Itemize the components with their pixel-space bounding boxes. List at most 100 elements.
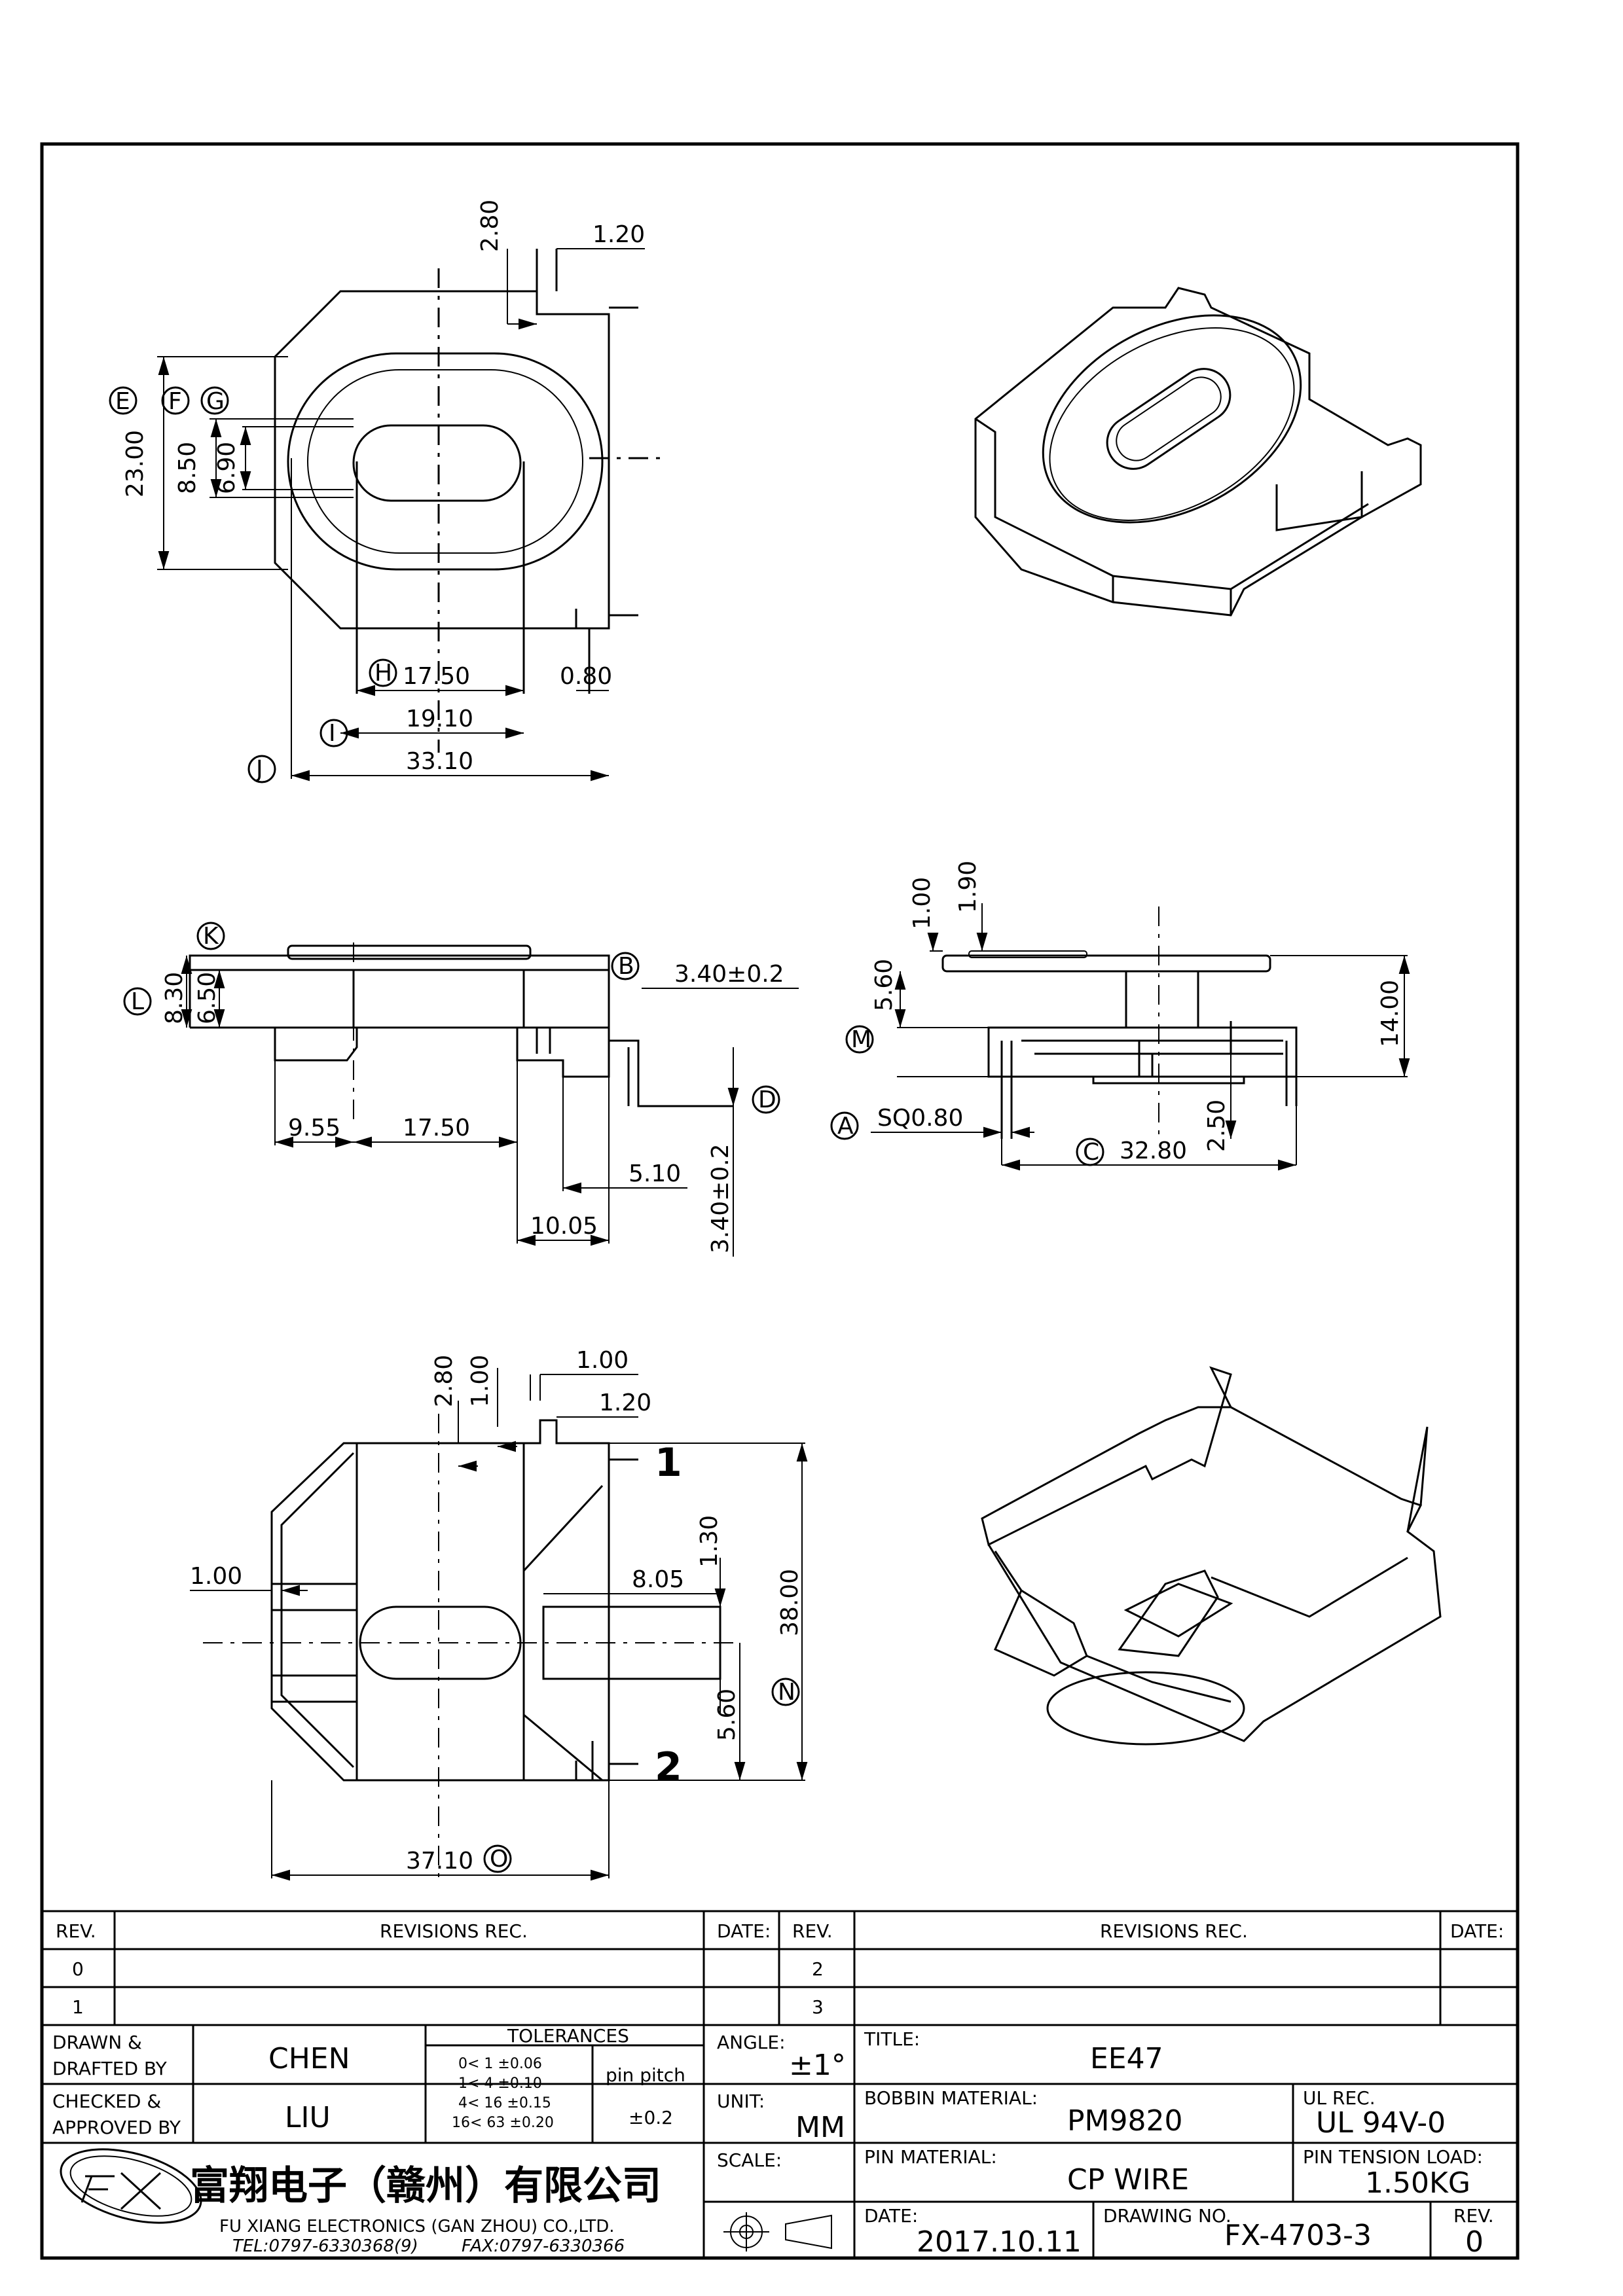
drawn-label-line2: DRAFTED BY <box>52 2058 168 2079</box>
top-dim-17-50: 17.50 <box>403 663 470 690</box>
callouts-side <box>123 922 780 1114</box>
pin-1-label: 1 <box>655 1440 682 1486</box>
callout-n: N <box>778 1679 795 1706</box>
top-dim-23-00: 23.00 <box>122 430 149 497</box>
callouts-top <box>109 386 397 783</box>
checked-by-value: LIU <box>285 2101 331 2134</box>
pin-material-label: PIN MATERIAL: <box>864 2146 997 2168</box>
front-dim-sq0-80: SQ0.80 <box>877 1105 963 1132</box>
checked-label-line1: CHECKED & <box>52 2090 161 2112</box>
side-dim-5-10: 5.10 <box>629 1160 681 1187</box>
side-dim-6-50: 6.50 <box>194 972 221 1024</box>
title-value: EE47 <box>1090 2042 1163 2075</box>
rev-row-3: 3 <box>812 1996 824 2018</box>
side-dim-10-05: 10.05 <box>530 1213 598 1240</box>
pin-tension-label: PIN TENSION LOAD: <box>1303 2146 1483 2168</box>
callout-l: L <box>131 988 144 1015</box>
front-dim-5-60: 5.60 <box>871 959 898 1011</box>
isometric-bottom <box>981 1366 1442 1746</box>
top-view <box>157 249 668 779</box>
drawn-by-value: CHEN <box>268 2042 350 2075</box>
callouts-front <box>830 1025 1104 1166</box>
title-label: TITLE: <box>864 2028 920 2050</box>
angle-label: ANGLE: <box>717 2032 786 2053</box>
date-value: 2017.10.11 <box>917 2225 1082 2259</box>
bobbin-material-value: PM9820 <box>1067 2104 1182 2138</box>
rev-row-2: 2 <box>812 1958 824 1980</box>
drawing-frame <box>40 142 1520 2260</box>
tolerances-label: TOLERANCES <box>507 2025 629 2047</box>
top-dim-19-10: 19.10 <box>406 706 473 732</box>
callout-b: B <box>618 953 634 980</box>
pin-pitch-label: pin pitch <box>606 2064 685 2086</box>
bottom-view <box>203 1414 805 1878</box>
unit-value: MM <box>795 2111 845 2144</box>
bobbin-material-label: BOBBIN MATERIAL: <box>864 2087 1038 2109</box>
front-dim-14-00: 14.00 <box>1377 980 1404 1047</box>
bottom-dim-2-80: 2.80 <box>431 1355 458 1407</box>
pin-tension-value: 1.50KG <box>1365 2166 1470 2200</box>
callout-g: G <box>206 388 225 415</box>
tolerance-line-3: 4< 16 ±0.15 <box>458 2095 551 2111</box>
top-dim-8-50: 8.50 <box>174 442 201 494</box>
rev-row-0: 0 <box>72 1958 84 1980</box>
top-dim-6-90: 6.90 <box>213 442 240 494</box>
rev-label: REV. <box>1453 2205 1494 2227</box>
side-dim-17-50: 17.50 <box>403 1115 470 1141</box>
company-tel: TEL:0797-6330368(9) <box>232 2236 418 2256</box>
company-logo-icon <box>60 2148 202 2224</box>
bottom-dim-37-10: 37.10 <box>406 1848 473 1874</box>
checked-label-line2: APPROVED BY <box>52 2117 181 2138</box>
ul-rec-value: UL 94V-0 <box>1316 2106 1446 2140</box>
callout-k: K <box>203 923 219 950</box>
tolerance-line-1: 0< 1 ±0.06 <box>458 2056 542 2072</box>
company-fax: FAX:0797-6330366 <box>462 2236 625 2256</box>
company-name-cn: 富翔电子（赣州）有限公司 <box>190 2163 661 2209</box>
revisions-rec2-header: REVISIONS REC. <box>1100 1920 1248 1942</box>
front-view-dimensions <box>871 903 1410 1171</box>
drawing-no-label: DRAWING NO. <box>1103 2205 1231 2227</box>
callout-i: I <box>329 720 336 747</box>
drawing-no-value: FX-4703-3 <box>1224 2219 1372 2252</box>
callout-o: O <box>490 1846 508 1873</box>
callout-a: A <box>837 1113 854 1139</box>
front-dim-32-80: 32.80 <box>1120 1138 1187 1164</box>
title-block-grid <box>42 1910 1518 2258</box>
callout-j: J <box>255 756 263 783</box>
side-dim-3-40-top: 3.40±0.2 <box>674 961 784 988</box>
bottom-view-dimensions <box>190 1368 808 1881</box>
top-dim-0-80: 0.80 <box>560 663 612 690</box>
callout-c: C <box>1083 1139 1099 1166</box>
drawn-label-line1: DRAWN & <box>52 2032 142 2053</box>
date-header: DATE: <box>717 1920 771 1942</box>
ul-rec-label: UL REC. <box>1303 2087 1376 2109</box>
callout-h: H <box>374 660 392 687</box>
front-dim-1-00: 1.00 <box>909 877 936 929</box>
top-dim-2-80: 2.80 <box>477 200 503 252</box>
bottom-dim-8-05: 8.05 <box>632 1566 684 1593</box>
side-dim-8-30: 8.30 <box>161 972 188 1024</box>
scale-label: SCALE: <box>717 2149 782 2171</box>
tolerance-line-4: 16< 63 ±0.20 <box>452 2115 554 2131</box>
tolerance-line-2: 1< 4 ±0.10 <box>458 2075 542 2092</box>
bottom-dim-1-00-c: 1.00 <box>190 1563 242 1590</box>
bottom-dim-1-00-b: 1.00 <box>576 1347 629 1374</box>
front-dim-1-90: 1.90 <box>955 861 981 913</box>
projection-symbol-icon <box>723 2212 832 2251</box>
pin-pitch-value: ±0.2 <box>629 2107 673 2128</box>
callout-m: M <box>851 1026 871 1053</box>
callout-e: E <box>115 388 130 415</box>
callout-f: F <box>168 388 182 415</box>
rev-row-1: 1 <box>72 1996 84 2018</box>
bottom-dim-1-30: 1.30 <box>696 1515 723 1568</box>
callouts-bottom <box>483 1677 800 1873</box>
date2-header: DATE: <box>1450 1920 1504 1942</box>
top-dim-33-10: 33.10 <box>406 748 473 775</box>
date-label: DATE: <box>864 2205 918 2227</box>
rev-value: 0 <box>1465 2225 1484 2259</box>
top-view-dimensions <box>158 248 645 781</box>
side-dim-9-55: 9.55 <box>288 1115 340 1141</box>
revisions-rec-header: REVISIONS REC. <box>380 1920 528 1942</box>
pin-2-label: 2 <box>655 1744 682 1790</box>
